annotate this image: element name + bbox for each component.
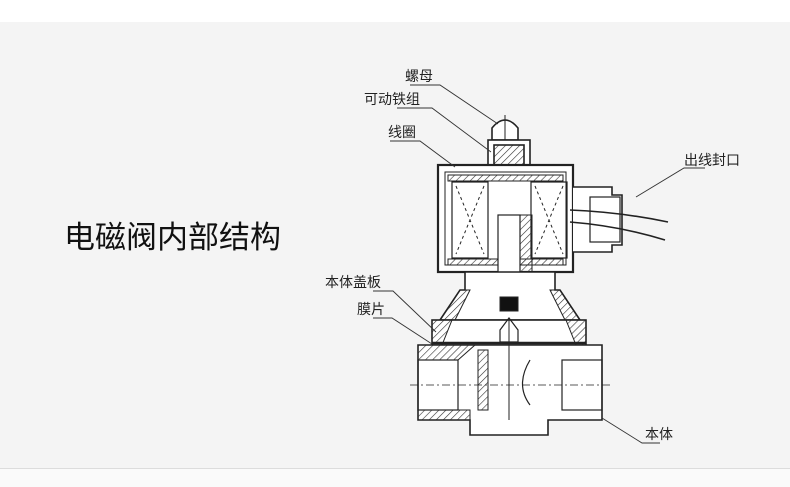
top-band xyxy=(0,0,790,22)
label-nut: 螺母 xyxy=(405,69,433,85)
label-coil: 线圈 xyxy=(388,125,416,141)
label-bonnet: 本体盖板 xyxy=(325,275,381,291)
cable-seal xyxy=(573,186,623,253)
page-title: 电磁阀内部结构 xyxy=(64,220,281,256)
leader-lines xyxy=(373,84,705,444)
content-panel xyxy=(0,22,790,469)
label-body: 本体 xyxy=(645,427,673,443)
label-cable-seal: 出线封口 xyxy=(684,153,740,169)
label-diaphragm: 膜片 xyxy=(357,302,385,318)
coil-left xyxy=(451,181,489,259)
label-plunger: 可动铁组 xyxy=(364,92,420,108)
